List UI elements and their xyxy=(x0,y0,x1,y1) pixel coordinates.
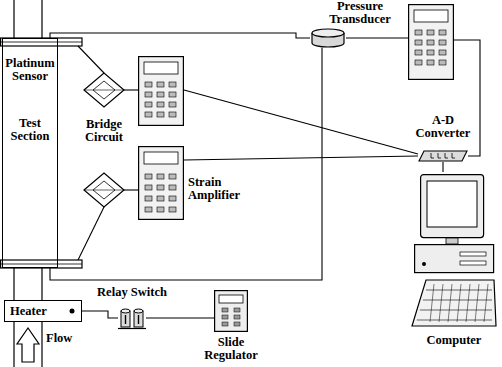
pipe-wall xyxy=(13,268,14,300)
pipe-wall xyxy=(13,0,14,38)
pipe-wall xyxy=(41,268,42,300)
heater-box: Heater xyxy=(4,300,82,322)
relay-switch-symbol xyxy=(118,306,146,330)
signal-wire xyxy=(346,37,408,38)
pipe-wall xyxy=(13,322,14,367)
node-label: Relay Switch xyxy=(87,286,177,299)
signal-wire xyxy=(50,33,310,38)
test-section: Platinum SensorTest Section xyxy=(2,38,58,268)
flow-arrow xyxy=(17,328,39,362)
bridge-circuit-symbol xyxy=(84,173,124,207)
pressure-transducer-symbol xyxy=(310,28,346,48)
slide-regulator: Slide Regulator xyxy=(214,290,248,332)
transducer-readout xyxy=(409,5,454,80)
signal-wire xyxy=(82,311,118,318)
node-label: A-D Converter xyxy=(411,114,475,140)
node-label: Platinum Sensor xyxy=(5,57,54,83)
amplifier-device xyxy=(139,57,184,126)
ad-converter: A-D Converter xyxy=(418,150,468,162)
node-label: Computer xyxy=(410,334,498,347)
node-label: Pressure Transducer xyxy=(315,0,405,26)
signal-wire xyxy=(50,48,322,280)
signal-wire xyxy=(124,189,138,190)
signal-wire xyxy=(124,89,138,90)
signal-wire xyxy=(146,317,214,318)
signal-wire xyxy=(184,90,418,154)
slide-regulator-symbol xyxy=(214,290,248,332)
signal-wire xyxy=(184,156,418,160)
sensor-wire xyxy=(78,46,104,73)
node-label: Heater xyxy=(10,305,47,318)
flange xyxy=(1,260,82,268)
strain-amplifier: Strain Amplifier xyxy=(138,146,184,220)
ad-converter-symbol xyxy=(418,150,468,162)
sensor-wire xyxy=(78,207,104,260)
component-label: Bridge Circuit xyxy=(76,118,132,144)
computer-symbol xyxy=(410,172,498,330)
pipe-wall xyxy=(41,0,42,38)
pipe-wall xyxy=(41,322,42,367)
node-label: Slide Regulator xyxy=(196,336,266,362)
relay-switch: Relay Switch xyxy=(118,306,146,330)
bridge-circuit-symbol xyxy=(84,73,124,107)
heater-terminal xyxy=(70,309,75,314)
signal-wire xyxy=(442,162,443,172)
node-label: Strain Amplifier xyxy=(188,176,250,202)
node-label: Test Section xyxy=(6,117,54,143)
strain-amplifier-symbol xyxy=(138,146,184,220)
computer: Computer xyxy=(410,172,498,330)
flange xyxy=(1,38,82,46)
flow-label: Flow xyxy=(46,332,86,345)
pressure-transducer: Pressure Transducer xyxy=(310,28,346,48)
